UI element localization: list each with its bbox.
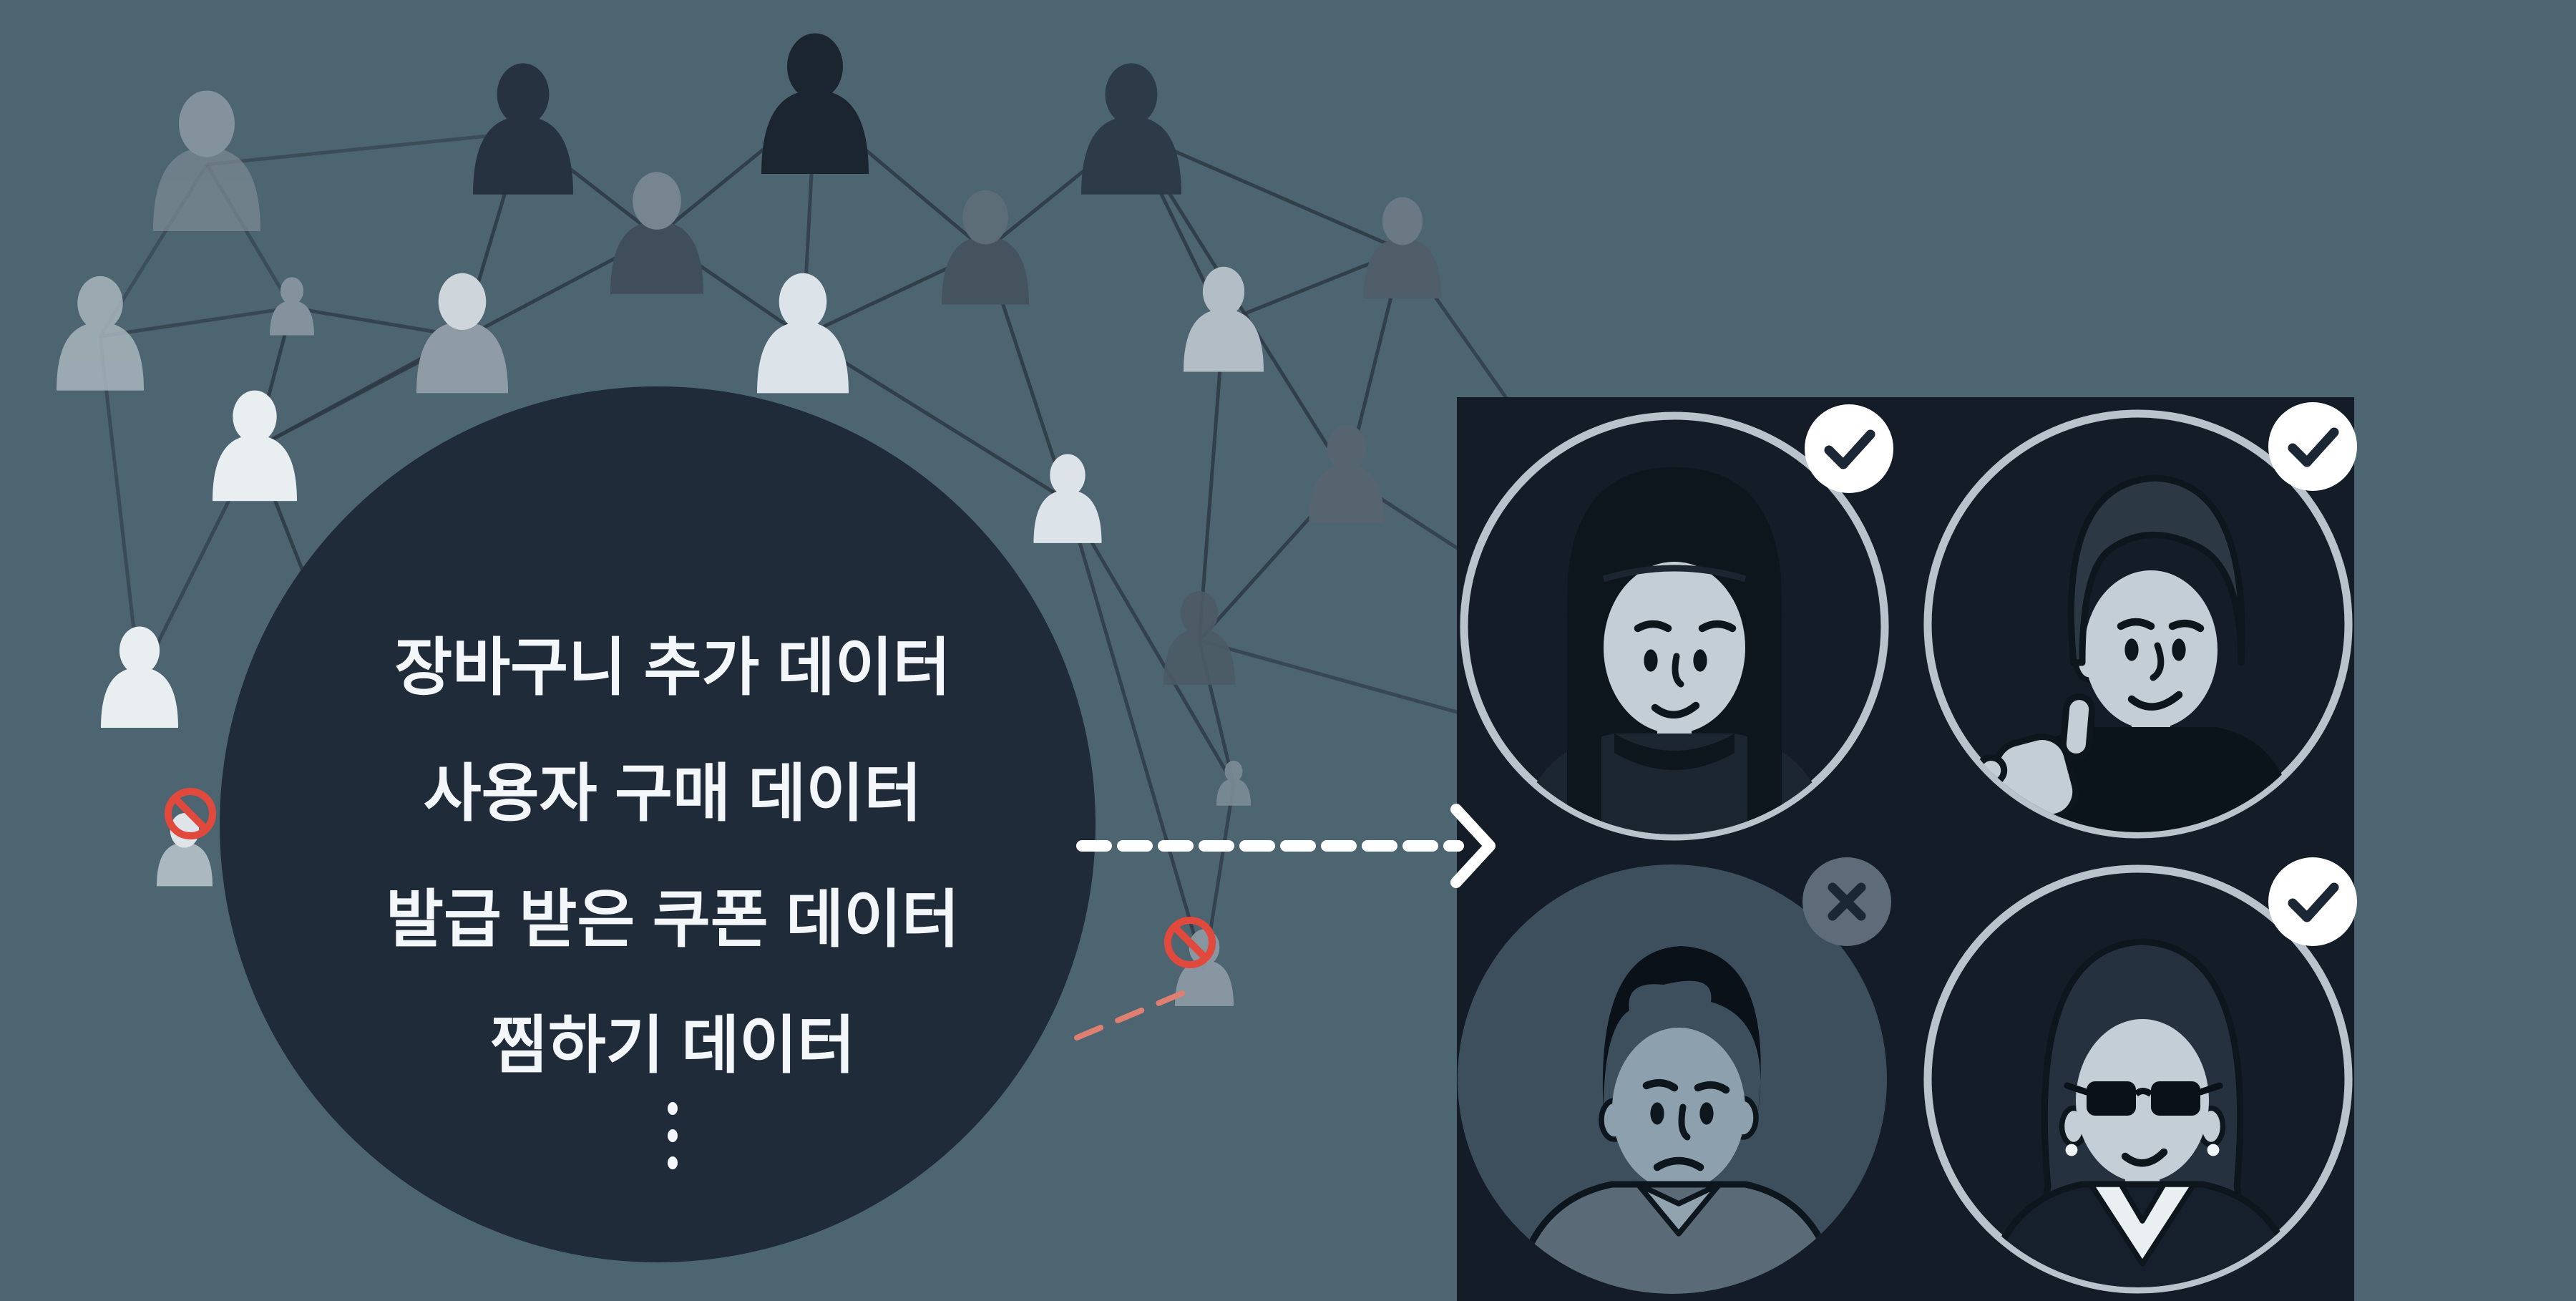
excluded-user-dashed-line [1074, 990, 1185, 1041]
person-node [757, 273, 849, 394]
vertical-ellipsis [225, 1102, 1120, 1169]
portrait-sad-man [1509, 946, 1844, 1294]
blocked-user-icon [1164, 917, 1216, 968]
blocked-user-icon [165, 788, 216, 839]
avatar-woman-sunglasses [1923, 864, 2353, 1294]
person-node [1184, 266, 1264, 372]
network-edge [291, 306, 463, 338]
user-card-man-shaka [1923, 402, 2357, 839]
user-card-sad-man [1458, 857, 1891, 1294]
person-node [270, 277, 314, 336]
person-node [942, 190, 1029, 305]
network-edge [1065, 500, 1236, 786]
network-edge [1199, 638, 1496, 725]
sunglasses [2087, 1081, 2136, 1116]
user-card-woman-sunglasses [1923, 857, 2357, 1294]
status-badge [2268, 402, 2357, 491]
person-node [57, 276, 144, 391]
avatar-woman-beanie [1460, 411, 1889, 841]
check-icon [2288, 427, 2339, 467]
person-node [761, 33, 869, 174]
person-node [416, 273, 508, 394]
person-node [1364, 197, 1441, 298]
check-icon [2288, 882, 2339, 922]
status-badge [2268, 857, 2357, 946]
user-selection-panel [1457, 397, 2357, 1301]
data-item-wishlist: 찜하기 데이터 [489, 1010, 856, 1081]
user-card-woman-beanie [1460, 404, 1893, 841]
person-node [1309, 424, 1385, 524]
check-icon [1824, 429, 1875, 469]
person-node [153, 90, 260, 231]
data-item-purchase: 사용자 구매 데이터 [423, 758, 922, 829]
status-badge [1802, 857, 1891, 946]
x-icon [1828, 882, 1866, 921]
network-edge [1131, 130, 1403, 253]
data-item-cart: 장바구니 추가 데이터 [394, 632, 951, 703]
avatar-sad-man [1458, 864, 1887, 1294]
person-node [213, 390, 297, 502]
data-item-coupon: 발급 받은 쿠폰 데이터 [386, 884, 960, 955]
data-list: 장바구니 추가 데이터 사용자 구매 데이터 발급 받은 쿠폰 데이터 찜하기 … [225, 605, 1120, 1108]
person-node [473, 63, 573, 195]
network-edge [206, 130, 524, 167]
status-badge [1805, 404, 1893, 493]
data-bubble [220, 386, 1096, 1262]
person-node [1216, 760, 1251, 806]
dashed-arrow-right-icon [1076, 804, 1496, 888]
person-node [610, 172, 703, 294]
avatar-man-shaka [1923, 409, 2353, 839]
person-node [1033, 454, 1102, 543]
avatar-ring [1460, 411, 1889, 841]
network-edge [1065, 500, 1206, 970]
avatar-ring [1923, 409, 2353, 839]
network-edge [1197, 321, 1226, 641]
network-edge [98, 336, 142, 681]
network-edge [801, 334, 1069, 503]
person-node [1081, 63, 1181, 195]
avatar-ring [1923, 864, 2353, 1294]
person-node [101, 626, 178, 728]
network-edge [99, 306, 293, 338]
person-node [1163, 591, 1235, 685]
